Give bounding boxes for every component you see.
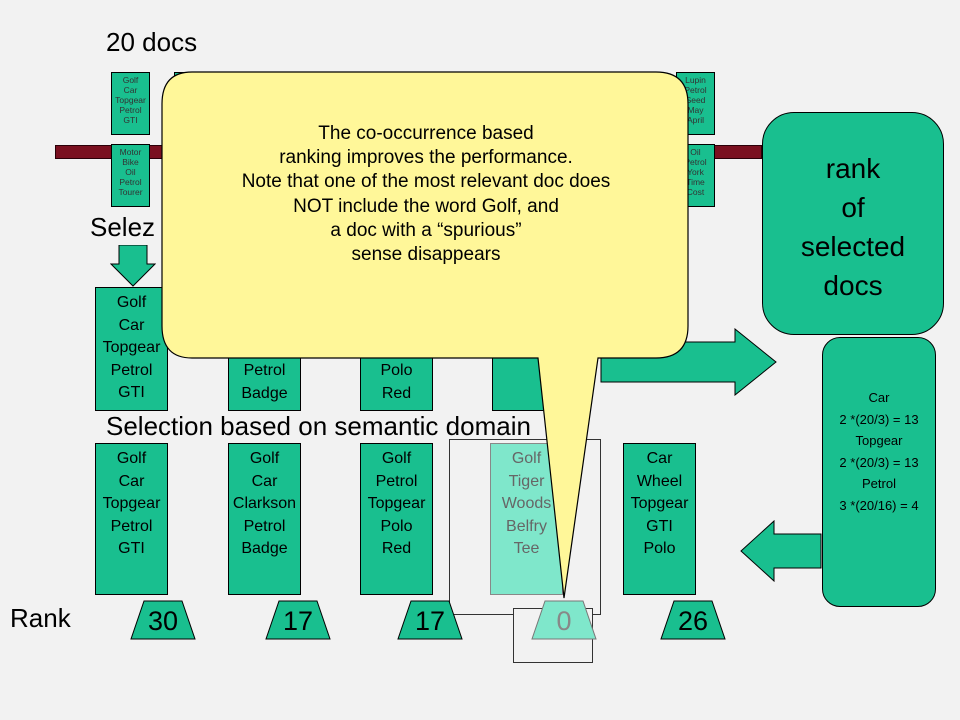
selection-label-partial: Selez xyxy=(90,212,156,242)
heading-20-docs: 20 docs xyxy=(106,27,198,57)
rank-badge-spurious: 0 xyxy=(531,600,597,640)
callout-text: The co-occurrence based ranking improves… xyxy=(241,123,611,266)
down-arrow-icon xyxy=(110,245,156,287)
rank-badge: 17 xyxy=(265,600,331,640)
rank-badge: 30 xyxy=(130,600,196,640)
rank-badge: 17 xyxy=(397,600,463,640)
rank-value: 26 xyxy=(677,606,709,636)
rank-value: 30 xyxy=(147,606,179,636)
rank-value: 17 xyxy=(414,606,446,636)
rank-value: 0 xyxy=(556,606,572,636)
rank-value: 17 xyxy=(282,606,314,636)
rank-badge: 26 xyxy=(660,600,726,640)
callout-bubble xyxy=(161,71,689,599)
rank-label: Rank xyxy=(10,603,71,633)
semantic-domain-label: Selection based on semantic domain xyxy=(106,411,531,441)
left-arrow-icon xyxy=(740,520,822,582)
